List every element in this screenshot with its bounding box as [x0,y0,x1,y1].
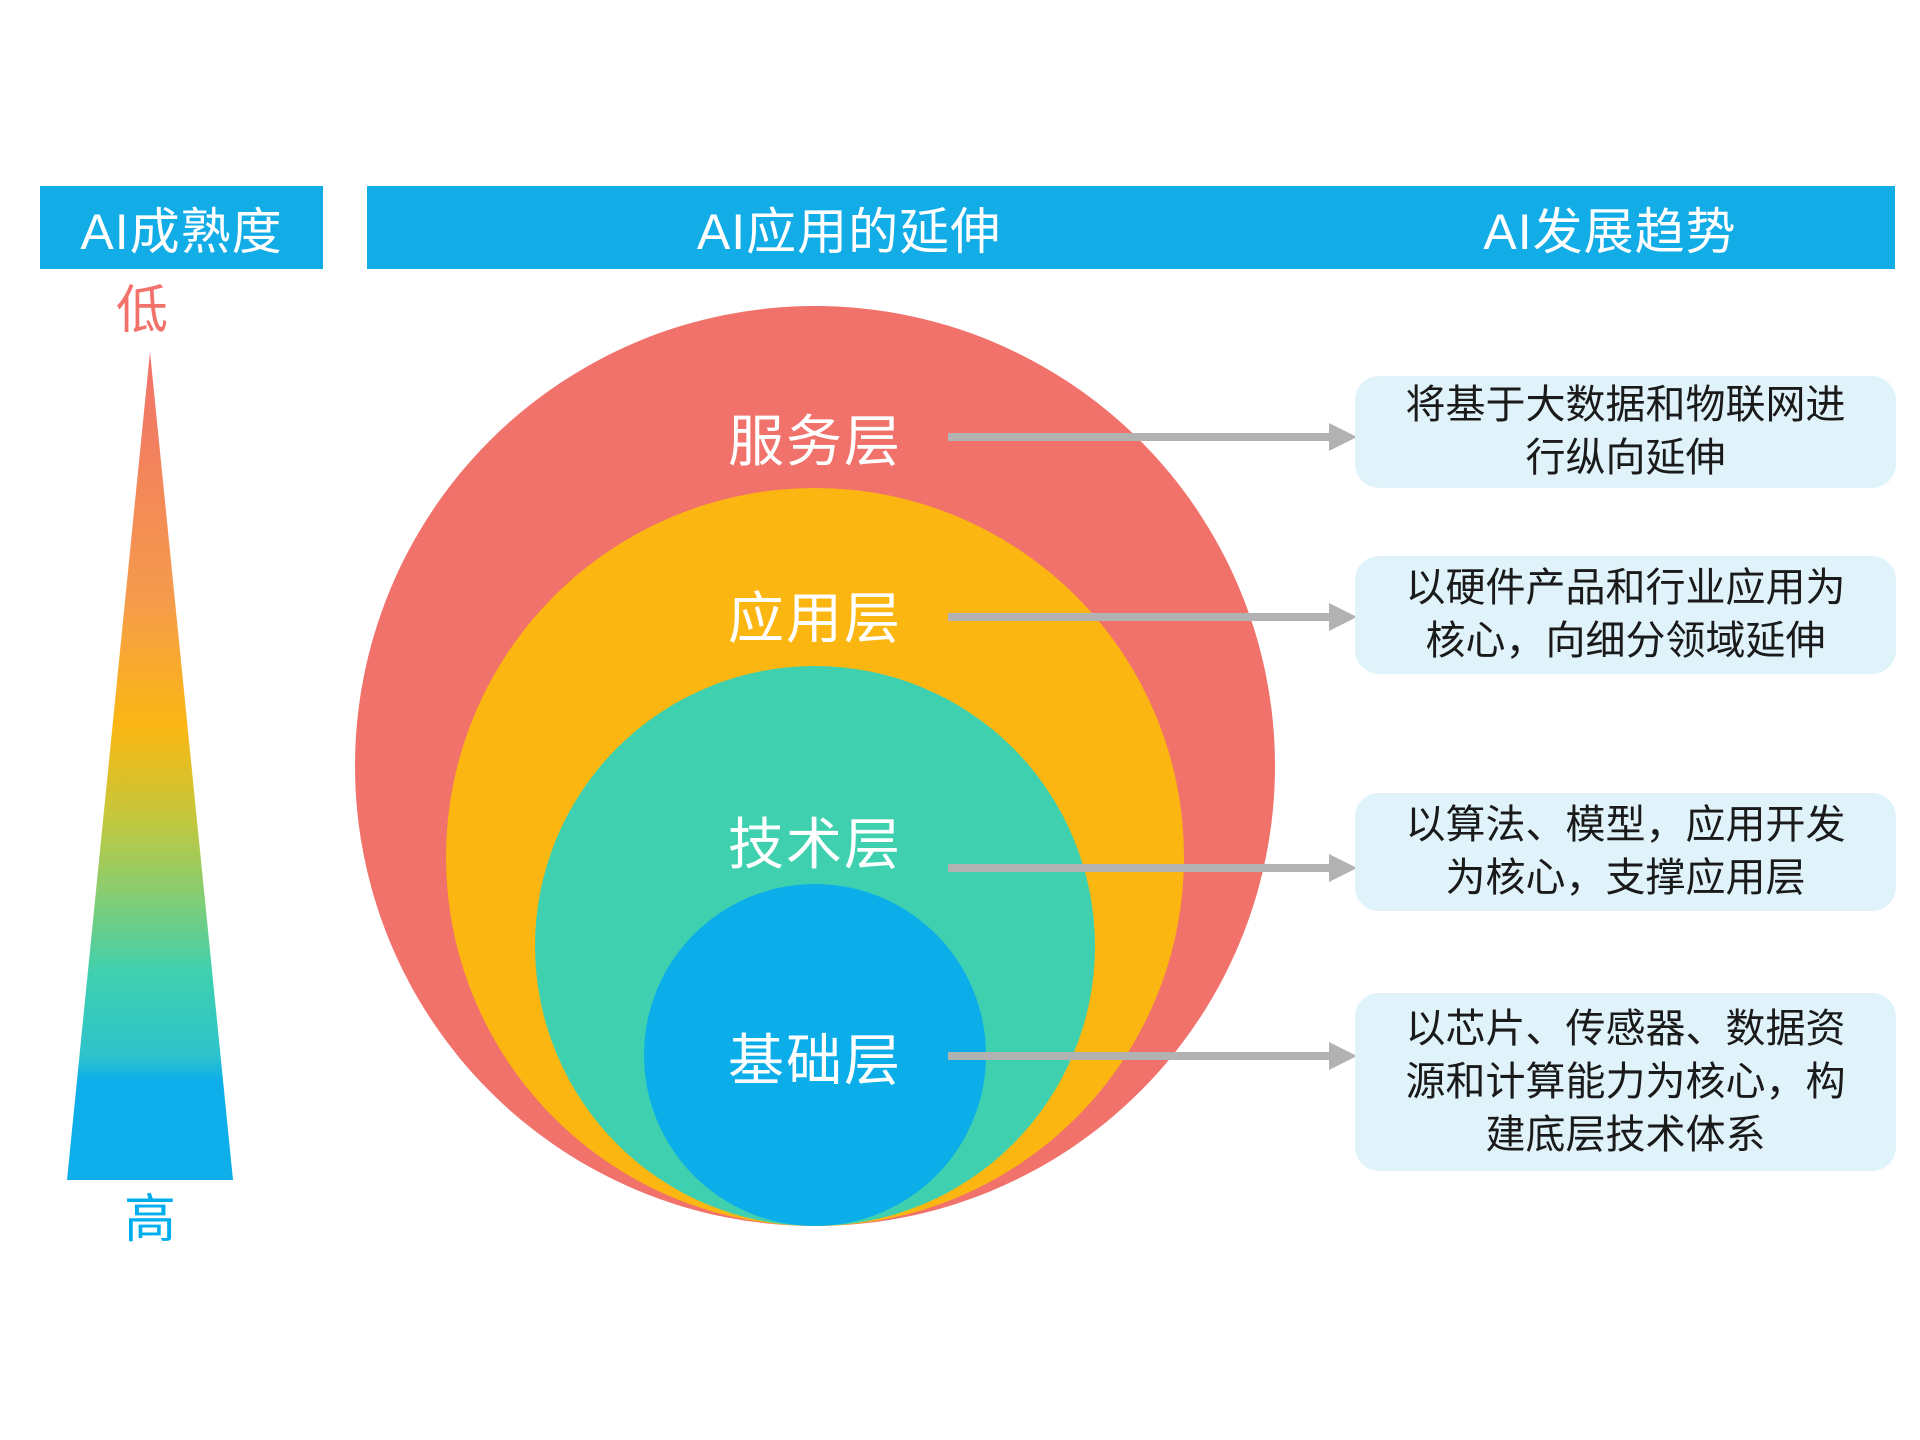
service-layer-label: 服务层 [728,409,902,473]
application-arrow [948,603,1357,631]
foundation-arrow [948,1042,1357,1070]
maturity-column-header: AI成熟度 [40,186,323,269]
technology-arrowhead-icon [1329,854,1357,882]
application-layer-label: 应用层 [728,586,902,650]
maturity-high-label: 高 [123,1191,176,1249]
service-arrow [948,423,1357,451]
foundation-layer-label: 基础层 [728,1028,902,1092]
service-arrowhead-icon [1329,423,1357,451]
trend-column-header: AI发展趋势 [1325,186,1895,269]
maturity-low-label: 低 [115,282,168,340]
foundation-arrowhead-icon [1329,1042,1357,1070]
foundation-trend-box: 以芯片、传感器、数据资源和计算能力为核心，构建底层技术体系 [1355,993,1896,1171]
foundation-layer-circle [644,884,986,1226]
extension-column-header: AI应用的延伸 [367,186,1331,269]
service-trend-box: 将基于大数据和物联网进行纵向延伸 [1355,376,1896,488]
technology-trend-box: 以算法、模型，应用开发为核心，支撑应用层 [1355,793,1896,911]
technology-arrow [948,854,1357,882]
application-arrowhead-icon [1329,603,1357,631]
application-trend-box: 以硬件产品和行业应用为核心，向细分领域延伸 [1355,556,1896,674]
maturity-cone [67,352,233,1180]
technology-layer-label: 技术层 [728,812,902,876]
